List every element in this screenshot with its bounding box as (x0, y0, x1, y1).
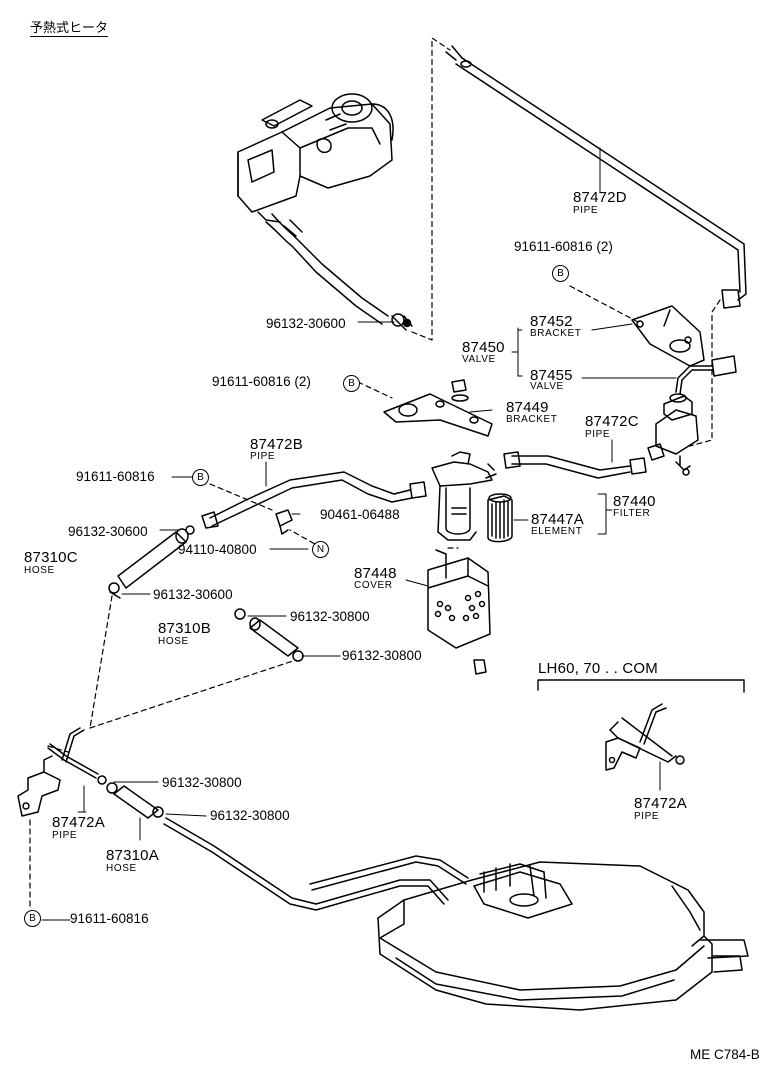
part-94110-40800: 94110-40800 (178, 542, 257, 557)
variant-label: LH60, 70 . . COM (538, 660, 658, 677)
part-87310B-number: 87310B (158, 620, 211, 637)
part-87455-number: 87455 (530, 367, 573, 384)
part-87310C-name: HOSE (24, 565, 55, 576)
part-96132-30800-b: 96132-30800 (342, 648, 422, 663)
part-91611-60816-bottom: 91611-60816 (70, 911, 149, 926)
part-87455-name: VALVE (530, 381, 564, 392)
part-96132-30800-a: 96132-30800 (290, 609, 370, 624)
part-87472C-name: PIPE (585, 429, 611, 440)
part-87449-number: 87449 (506, 399, 549, 416)
nut-symbol: N (312, 541, 329, 558)
inset-pipe-drawing (537, 679, 745, 771)
hose-87310C-drawing (108, 525, 195, 599)
part-87452-name: BRACKET (530, 328, 582, 339)
part-96132-30800-d: 96132-30800 (210, 808, 290, 823)
lower-pipe-drawing (17, 727, 469, 911)
part-87472D-name: PIPE (573, 205, 599, 216)
clip-drawing (275, 509, 293, 535)
part-87452-number: 87452 (530, 313, 573, 330)
bracket-87449-drawing (383, 379, 493, 437)
figure-code: ME C784-B (690, 1047, 760, 1062)
part-87472D-number: 87472D (573, 189, 627, 206)
part-91611-60816-upper: 91611-60816 (2) (514, 239, 613, 254)
part-87472A-alt-number: 87472A (634, 795, 687, 812)
part-87310C-number: 87310C (24, 549, 78, 566)
part-87440-name: FILTER (613, 508, 651, 519)
dashed-guide-lines (29, 37, 721, 909)
part-87440-number: 87440 (613, 493, 656, 510)
part-87449-name: BRACKET (506, 414, 558, 425)
part-87472A-alt-name: PIPE (634, 811, 660, 822)
bolt-symbol: B (24, 910, 41, 927)
bolt-symbol: B (343, 375, 360, 392)
fuel-tank-drawing (377, 861, 749, 1011)
filter-assembly-drawing (431, 451, 513, 543)
part-87447A-name: ELEMENT (531, 526, 583, 537)
part-87448-name: COVER (354, 580, 393, 591)
part-96132-30600-top: 96132-30600 (266, 316, 346, 331)
part-87310A-name: HOSE (106, 863, 137, 874)
part-90461-06488: 90461-06488 (320, 507, 400, 522)
cover-87448-drawing (427, 549, 491, 675)
part-96132-30800-c: 96132-30800 (162, 775, 242, 790)
bolt-symbol: B (552, 265, 569, 282)
part-87472C-number: 87472C (585, 413, 639, 430)
valve-bracket-drawing (631, 305, 737, 476)
part-87310B-name: HOSE (158, 636, 189, 647)
part-87310A-number: 87310A (106, 847, 159, 864)
bolt-symbol: B (192, 469, 209, 486)
part-96132-30600-b: 96132-30600 (153, 587, 233, 602)
part-87472A-number: 87472A (52, 814, 105, 831)
part-87472A-name: PIPE (52, 830, 78, 841)
part-91611-60816-middle: 91611-60816 (2) (212, 374, 311, 389)
part-87450-name: VALVE (462, 354, 496, 365)
part-87450-number: 87450 (462, 339, 505, 356)
pipe-87472B-drawing (201, 471, 427, 529)
part-91611-60816-mid: 91611-60816 (76, 469, 155, 484)
leader-lines (41, 147, 677, 921)
part-87448-number: 87448 (354, 565, 397, 582)
pipe-87472C-drawing (503, 451, 647, 479)
part-87472B-name: PIPE (250, 451, 276, 462)
part-87472B-number: 87472B (250, 436, 303, 453)
page-title: 予熱式ヒータ (30, 21, 109, 36)
part-87447A-number: 87447A (531, 511, 584, 528)
part-96132-30600-a: 96132-30600 (68, 524, 148, 539)
engine-pump-drawing (237, 93, 413, 331)
pipe-87472D-drawing (445, 45, 747, 309)
